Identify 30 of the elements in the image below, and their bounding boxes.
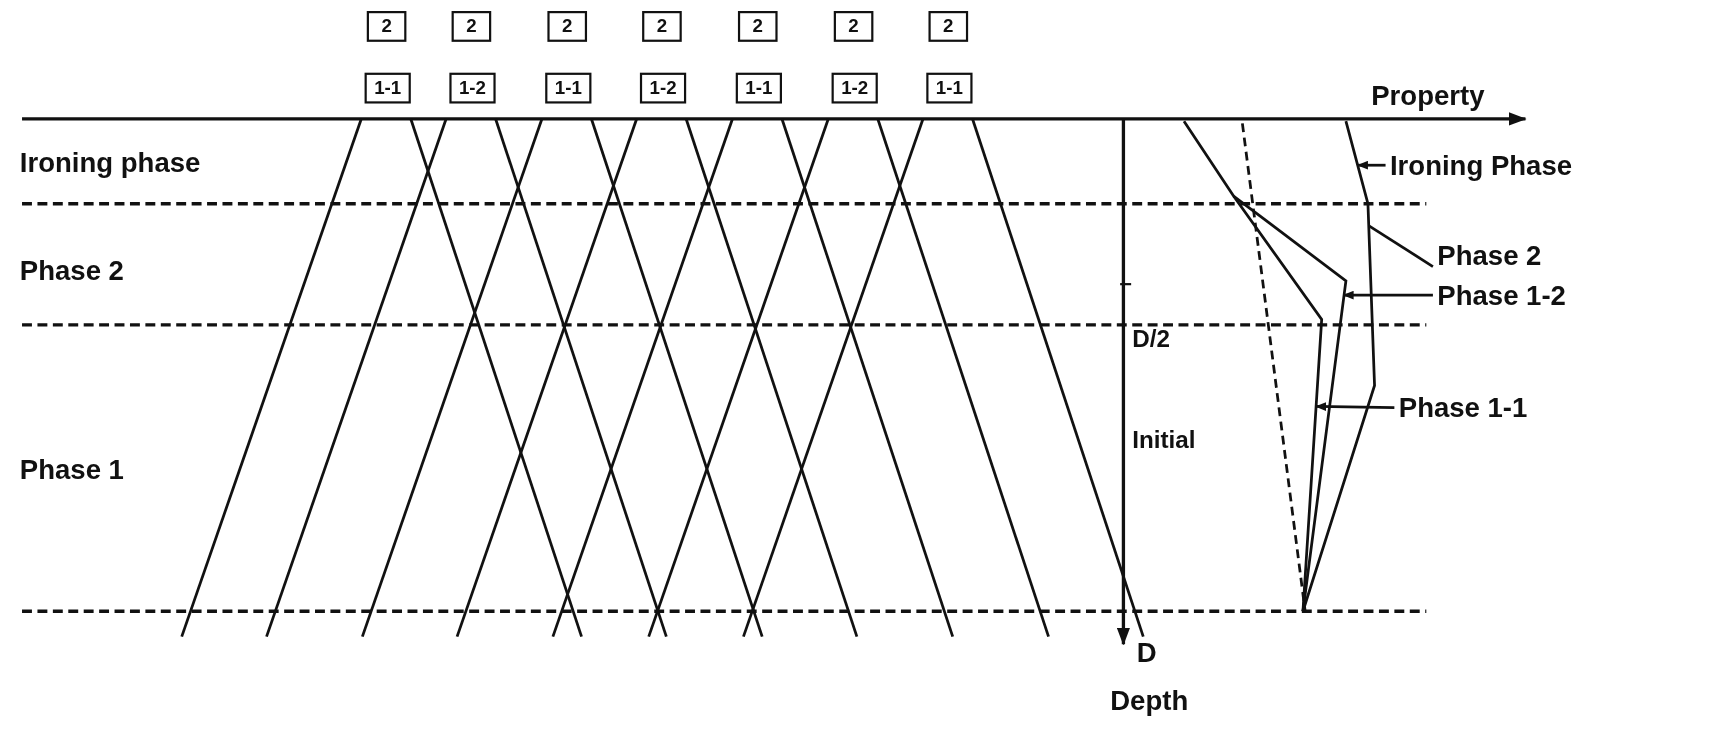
leader-line	[1368, 224, 1434, 268]
phase-label: Ironing phase	[19, 146, 201, 178]
depth-mark: D/2	[1132, 323, 1170, 355]
pass-number-box: 2	[642, 11, 682, 42]
callout-label: Phase 1-1	[1398, 392, 1528, 423]
axis-label: Property	[1371, 79, 1485, 111]
phase-label-box: 1-1	[926, 72, 973, 104]
phase-label: Phase 2	[19, 254, 124, 286]
leader-line	[1342, 290, 1433, 300]
phase-label-box: 1-1	[545, 72, 592, 104]
callout-label: Phase 2	[1437, 240, 1542, 271]
pass-number-box: 2	[451, 11, 492, 42]
callout-label: Ironing Phase	[1389, 149, 1573, 181]
depth-mark: D	[1136, 636, 1157, 668]
phase-label: Phase 1	[19, 453, 124, 485]
phase-label-box: 1-2	[639, 72, 687, 104]
phase-label-box: 1-1	[364, 72, 411, 104]
axis-label: Depth	[1110, 685, 1189, 716]
pass-number-box: 2	[833, 11, 874, 42]
pass-number-box: 2	[928, 11, 969, 42]
phase-label-box: 1-1	[735, 72, 782, 104]
phase-label-box: 1-2	[449, 72, 496, 104]
leader-line	[1356, 160, 1386, 170]
leader-line	[1315, 402, 1395, 411]
pass-number-box: 2	[737, 11, 778, 42]
pass-number-box: 2	[547, 11, 588, 42]
phase-label-box: 1-2	[831, 72, 878, 104]
callout-label: Phase 1-2	[1437, 279, 1566, 311]
pass-number-box: 2	[366, 11, 407, 42]
curve-label: Initial	[1132, 425, 1196, 456]
